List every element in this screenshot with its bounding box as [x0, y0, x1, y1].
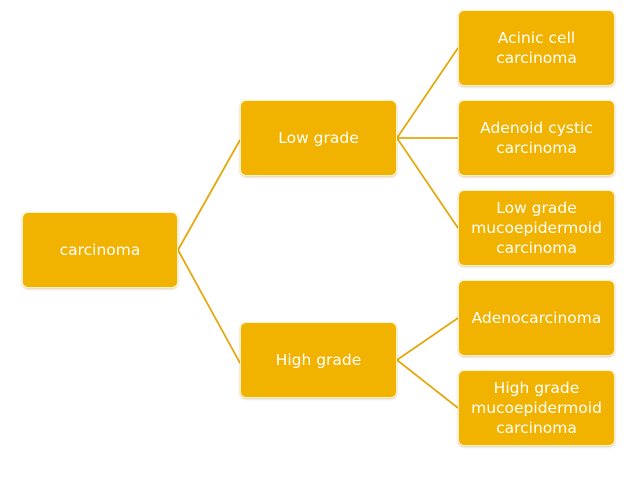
node-adenoid-cystic-carcinoma-label: Adenoid cystic carcinoma [480, 118, 593, 157]
connector-low-grade-mucoepidermoid [396, 137, 459, 229]
node-adenocarcinoma-label: Adenocarcinoma [471, 308, 602, 327]
node-low-grade-mucoepidermoid-carcinoma: Low grade mucoepidermoid carcinoma [458, 190, 615, 266]
node-high-grade-mucoepidermoid-carcinoma-label: High grade mucoepidermoid carcinoma [471, 378, 602, 438]
node-high-grade-mucoepidermoid-carcinoma: High grade mucoepidermoid carcinoma [458, 370, 615, 446]
node-carcinoma-label: carcinoma [59, 240, 141, 259]
node-low-grade-mucoepidermoid-carcinoma-label: Low grade mucoepidermoid carcinoma [471, 198, 602, 258]
node-adenoid-cystic-carcinoma: Adenoid cystic carcinoma [458, 100, 615, 176]
node-low-grade-label: Low grade [278, 128, 359, 147]
node-acinic-cell-carcinoma: Acinic cell carcinoma [458, 10, 615, 86]
node-low-grade: Low grade [240, 100, 397, 176]
connector-high-grade-adenocarcinoma [396, 317, 459, 361]
connector-root-low-grade [177, 139, 241, 251]
node-adenocarcinoma: Adenocarcinoma [458, 280, 615, 356]
node-acinic-cell-carcinoma-label: Acinic cell carcinoma [496, 28, 577, 67]
node-carcinoma: carcinoma [22, 212, 178, 288]
connector-high-grade-mucoepidermoid [396, 359, 459, 409]
connector-root-high-grade [177, 249, 241, 364]
node-high-grade-label: High grade [275, 350, 362, 369]
connector-low-grade-acinic [396, 47, 459, 139]
node-high-grade: High grade [240, 322, 397, 398]
